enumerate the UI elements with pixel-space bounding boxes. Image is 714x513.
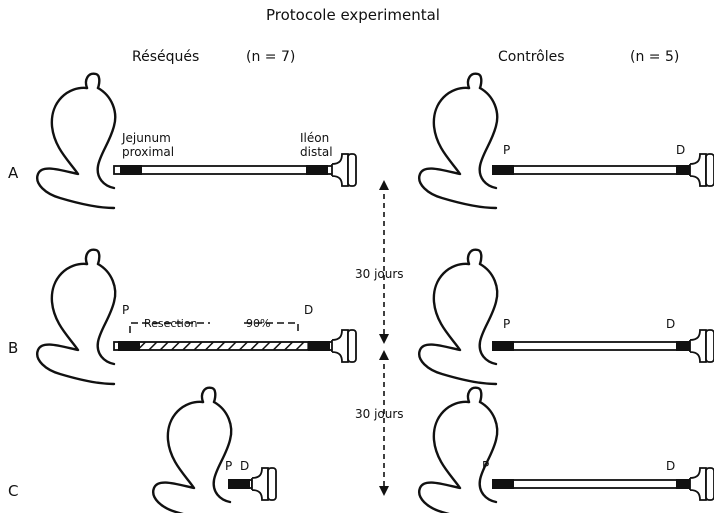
- timeline-label-1: 30 jours: [355, 268, 404, 280]
- label-resection-percent: 90%: [246, 318, 270, 329]
- timeline-arrowhead-down-2: [379, 486, 389, 496]
- control-row-a-illustration: [419, 74, 714, 208]
- label-proximal: proximal: [122, 146, 174, 158]
- label-d-resected-c: D: [240, 460, 249, 472]
- resected-row-c-illustration: [153, 388, 276, 513]
- controls-group-count: (n = 5): [630, 50, 679, 64]
- label-resection: Resection: [144, 318, 198, 329]
- row-label-c: C: [8, 484, 18, 499]
- label-d-control-c: D: [666, 460, 675, 472]
- label-p-resected-c: P: [225, 460, 232, 472]
- label-d-control-b: D: [666, 318, 675, 330]
- timeline-arrowhead-up-1: [379, 180, 389, 190]
- row-label-b: B: [8, 341, 18, 356]
- diagram-title: Protocole experimental: [266, 8, 440, 23]
- timeline-arrowhead-down-1: [379, 334, 389, 344]
- label-p-control-b: P: [503, 318, 510, 330]
- resected-group-count: (n = 7): [246, 50, 295, 64]
- row-label-a: A: [8, 166, 18, 181]
- label-ileon: Iléon: [300, 132, 329, 144]
- label-p-control-c: P: [482, 460, 489, 472]
- label-jejunum: Jejunum: [122, 132, 171, 144]
- label-p-resected-b: P: [122, 304, 129, 316]
- control-row-c-illustration: [419, 388, 714, 513]
- label-d-resected-b: D: [304, 304, 313, 316]
- timeline-arrowhead-up-2: [379, 350, 389, 360]
- label-d-control-a: D: [676, 144, 685, 156]
- resected-group-label: Réséqués: [132, 50, 199, 64]
- label-p-control-a: P: [503, 144, 510, 156]
- timeline-label-2: 30 jours: [355, 408, 404, 420]
- controls-group-label: Contrôles: [498, 50, 565, 64]
- label-distal: distal: [300, 146, 333, 158]
